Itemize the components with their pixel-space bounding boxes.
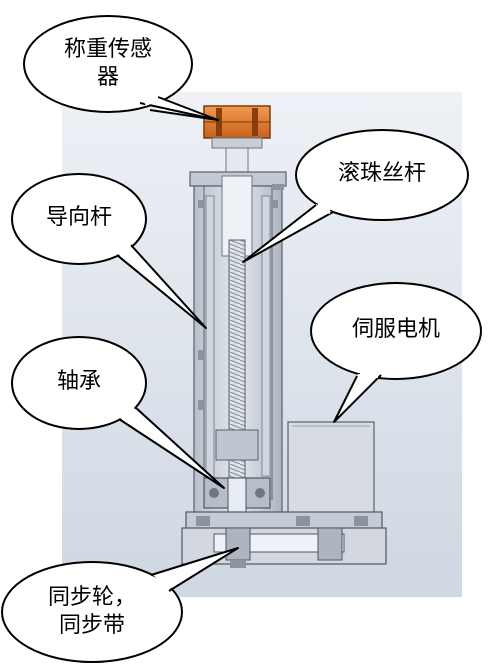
label-load-cell: 称重传感 器	[48, 36, 168, 92]
label-pulley-belt: 同步轮， 同步带	[32, 584, 152, 640]
pulley-right	[317, 527, 343, 561]
label-bearing: 轴承	[56, 369, 101, 394]
label-load-cell-line2: 器	[96, 65, 119, 90]
callout-servo-motor	[310, 282, 482, 380]
bearing-assembly	[203, 477, 271, 513]
guide-rod	[205, 195, 215, 487]
load-cell-sensor	[203, 105, 271, 149]
label-guide-rod: 导向杆	[45, 205, 112, 230]
label-pulley-belt-line1: 同步轮，	[47, 585, 136, 610]
servo-motor-body	[287, 421, 375, 523]
label-servo-motor: 伺服电机	[351, 317, 440, 342]
callout-ball-screw	[295, 129, 469, 221]
callout-guide-rod	[11, 173, 147, 265]
callout-pulley-belt	[1, 561, 183, 663]
label-ball-screw: 滚珠丝杆	[337, 161, 426, 186]
label-pulley-belt-line2: 同步带	[58, 613, 125, 638]
pulley-left	[225, 527, 251, 561]
label-load-cell-line1: 称重传感	[63, 37, 152, 62]
callout-bearing	[11, 336, 147, 430]
main-housing	[189, 171, 287, 517]
